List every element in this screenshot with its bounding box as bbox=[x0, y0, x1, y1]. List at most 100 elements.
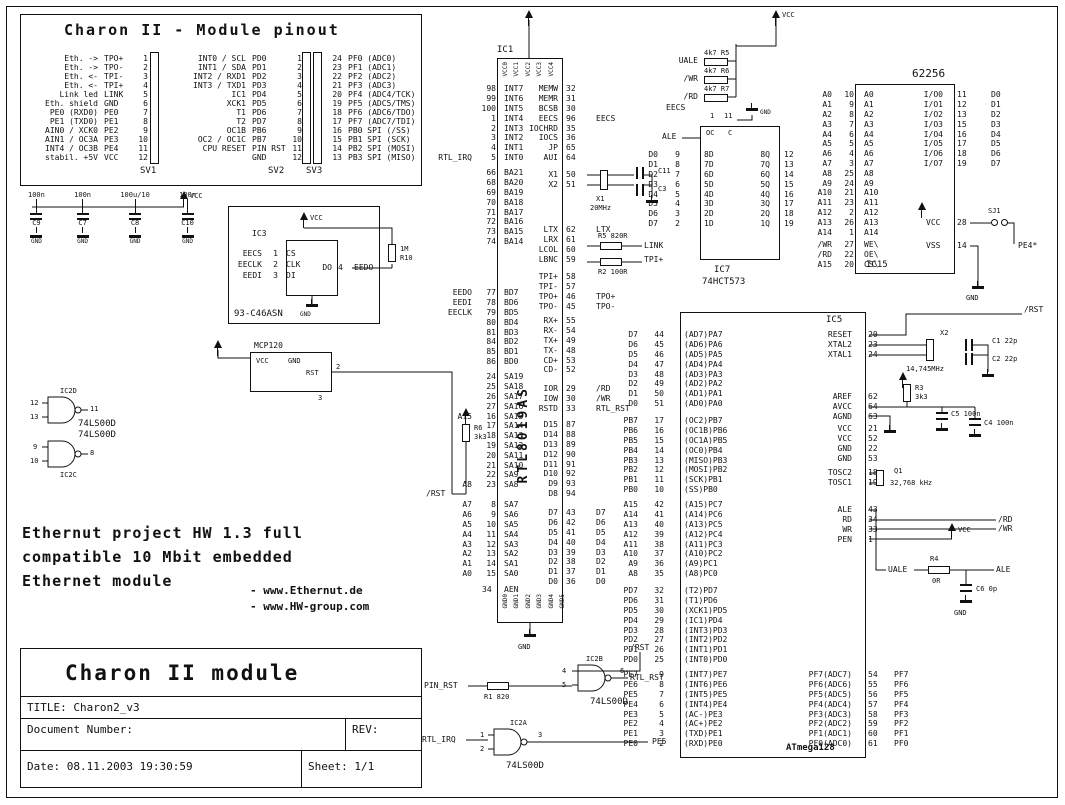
net-label: /RD bbox=[596, 384, 611, 394]
resistor: 4k7 R7 bbox=[704, 86, 729, 102]
pin-number: 10 bbox=[292, 135, 302, 144]
pin-signal: LINK bbox=[104, 90, 124, 99]
net-label: D5 bbox=[628, 349, 638, 359]
pin-name: ALE bbox=[837, 505, 852, 515]
capacitor: 100u/10 C8 GND bbox=[120, 192, 150, 245]
pinout-title: Charon II - Module pinout bbox=[64, 21, 340, 39]
net-label: LTX bbox=[596, 225, 611, 235]
pin-number: 12 bbox=[784, 150, 794, 160]
pin-number: 62 bbox=[566, 225, 576, 235]
pin-number: 36 bbox=[566, 133, 576, 143]
pin-number: 24 bbox=[332, 54, 342, 63]
ic2c-part: 74LS00D bbox=[78, 430, 116, 440]
ground-icon bbox=[129, 235, 142, 238]
ground-icon bbox=[936, 423, 948, 431]
pin-number: 11 bbox=[486, 529, 496, 539]
pin-number: 7 bbox=[849, 119, 854, 129]
net-label: PE6 bbox=[623, 680, 638, 690]
q1-ref: Q1 bbox=[894, 467, 903, 475]
pin-number: 7 bbox=[675, 169, 680, 179]
net-label: PD2 bbox=[623, 635, 638, 645]
latch-c-num: 11 bbox=[724, 112, 733, 120]
pin-number: 40 bbox=[654, 519, 664, 529]
net-label: D3 bbox=[596, 547, 606, 557]
document-row: Document Number: REV: bbox=[21, 719, 421, 751]
gnd-label: GND bbox=[129, 238, 141, 245]
net-label: A11 bbox=[817, 198, 832, 208]
pin-signal: TPO+ bbox=[104, 54, 124, 63]
pin-number: 98 bbox=[486, 84, 496, 94]
pin-name: VCC bbox=[837, 434, 852, 444]
pin-number: 31 bbox=[654, 596, 664, 606]
pin-number: 27 bbox=[486, 401, 496, 411]
net-label: EEDO bbox=[354, 263, 374, 272]
pin-name: (A11)PC3 bbox=[684, 539, 723, 549]
pin-name: SA19 bbox=[504, 372, 524, 382]
pin-name: A3 bbox=[864, 119, 874, 129]
pin-number: 73 bbox=[486, 227, 496, 237]
pin-number: 88 bbox=[566, 430, 576, 440]
pin-name: A14 bbox=[864, 227, 879, 237]
pin-name: A8 bbox=[864, 168, 874, 178]
pin-signal: PF0 (ADC0) bbox=[348, 54, 397, 63]
pullup-resistors: UALE 4k7 R5 /WR 4k7 R6 /RD 4k7 R7 bbox=[668, 48, 729, 102]
pin-name: 6D bbox=[704, 169, 714, 179]
net-label: PF5 bbox=[894, 689, 909, 699]
pin-number: 1 bbox=[143, 54, 148, 63]
pin-signal: PE0 bbox=[104, 108, 119, 117]
pin-name: D5 bbox=[548, 527, 558, 537]
gate-out: 3 bbox=[538, 731, 543, 739]
pin-number: 17 bbox=[784, 199, 794, 209]
pin-signal: PF6 (ADC6/TDO) bbox=[348, 108, 416, 117]
net-label: A1 bbox=[822, 100, 832, 110]
vcc-arrow-icon bbox=[918, 202, 926, 218]
net-label: PF7 bbox=[894, 670, 909, 680]
pin-signal: PF4 (ADC4/TCK) bbox=[348, 90, 416, 99]
net-label: D4 bbox=[628, 359, 638, 369]
gnd-label: GND bbox=[954, 609, 967, 617]
pin-name: (AD0)PA0 bbox=[684, 398, 723, 408]
pin-number: 42 bbox=[654, 500, 664, 510]
pin-number: 87 bbox=[566, 420, 576, 430]
pin-number: 84 bbox=[486, 337, 496, 347]
pin-number: 2 bbox=[297, 63, 302, 72]
pin-name: (AD2)PA2 bbox=[684, 379, 723, 389]
pin-name: BD7 bbox=[504, 288, 519, 298]
pin-number: 17 bbox=[332, 117, 342, 126]
net-label: A6 bbox=[462, 510, 472, 520]
net-label: PF1 bbox=[894, 729, 909, 739]
net-label: PF0 bbox=[894, 738, 909, 748]
resistor: 4k7 R6 bbox=[704, 68, 729, 84]
pin-number: 4 bbox=[659, 719, 664, 729]
pin-number: 56 bbox=[868, 689, 878, 699]
pin-number: 26 bbox=[654, 645, 664, 655]
pin-name: TPO- bbox=[538, 301, 558, 311]
